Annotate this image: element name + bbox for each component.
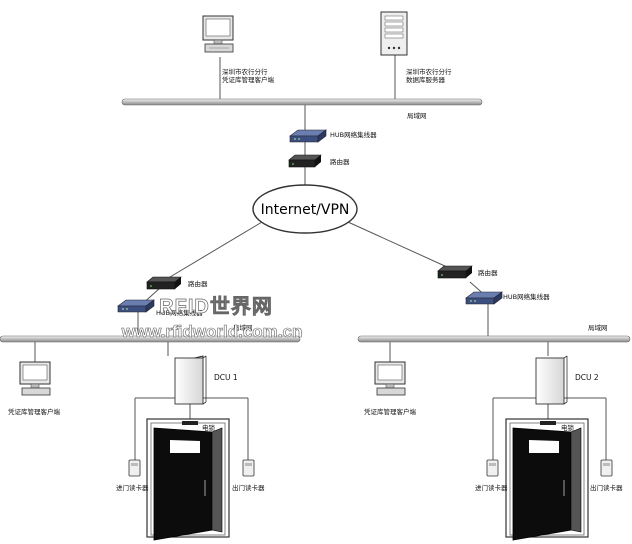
watermark-line2: www.rfidworld.com.cn	[121, 322, 303, 341]
lan-top-label: 局域网	[407, 111, 427, 120]
internet-vpn-label: Internet/VPN	[261, 202, 350, 218]
entry-reader-right-label: 进门读卡器	[475, 483, 508, 492]
card-reader-icon	[486, 459, 499, 477]
top-client-label-line2: 凭证库管理客户端	[222, 75, 275, 84]
router-right-label: 路由器	[478, 268, 498, 277]
watermark-line1: RFID世界网	[159, 295, 273, 318]
dcu2-label: DCU 2	[575, 373, 599, 382]
lan-bus-right	[357, 335, 631, 343]
connection-lines	[34, 55, 607, 460]
top-server-label-line2: 数据库服务器	[406, 75, 446, 84]
card-reader-icon	[242, 459, 255, 477]
exit-reader-left-label: 出门读卡器	[232, 483, 265, 492]
router-icon	[437, 265, 473, 279]
lock-left-label: 电锁	[202, 423, 216, 432]
desktop-computer-icon	[19, 361, 51, 396]
lan-left-label: 局域网	[233, 323, 253, 332]
lan-bus-left	[0, 335, 301, 343]
exit-reader-right-label: 出门读卡器	[590, 483, 623, 492]
router-top-label: 路由器	[330, 157, 350, 166]
card-reader-icon	[600, 459, 613, 477]
router-left-label: 路由器	[188, 279, 208, 288]
top-client-label-line1: 深圳市农行分行	[222, 67, 268, 76]
network-hub-icon	[289, 129, 327, 143]
dcu-controller-icon	[174, 355, 207, 405]
entry-reader-left-label: 进门读卡器	[116, 483, 149, 492]
desktop-computer-icon	[374, 361, 406, 396]
dcu-controller-icon	[535, 355, 568, 405]
client-right-label: 凭证库管理客户端	[364, 407, 417, 416]
door-icon	[505, 418, 589, 541]
server-tower-icon	[380, 11, 408, 56]
lan-right-label: 局域网	[588, 323, 608, 332]
network-hub-icon	[117, 299, 155, 313]
lock-right-label: 电锁	[561, 423, 575, 432]
router-icon	[288, 154, 322, 168]
hub-top-label: HUB网络集线器	[330, 130, 377, 139]
dcu1-label: DCU 1	[214, 373, 238, 382]
network-hub-icon	[465, 291, 503, 305]
desktop-computer-icon	[202, 15, 234, 53]
top-server-label-line1: 深圳市农行分行	[406, 67, 452, 76]
card-reader-icon	[128, 459, 141, 477]
router-icon	[146, 276, 182, 290]
door-icon	[146, 418, 230, 541]
lan-bus-top	[121, 98, 483, 106]
client-left-label: 凭证库管理客户端	[8, 407, 61, 416]
cloud-icon	[252, 184, 358, 234]
hub-right-label: HUB网络集线器	[503, 292, 550, 301]
hub-left-label: HUB网络集线器	[156, 308, 203, 317]
